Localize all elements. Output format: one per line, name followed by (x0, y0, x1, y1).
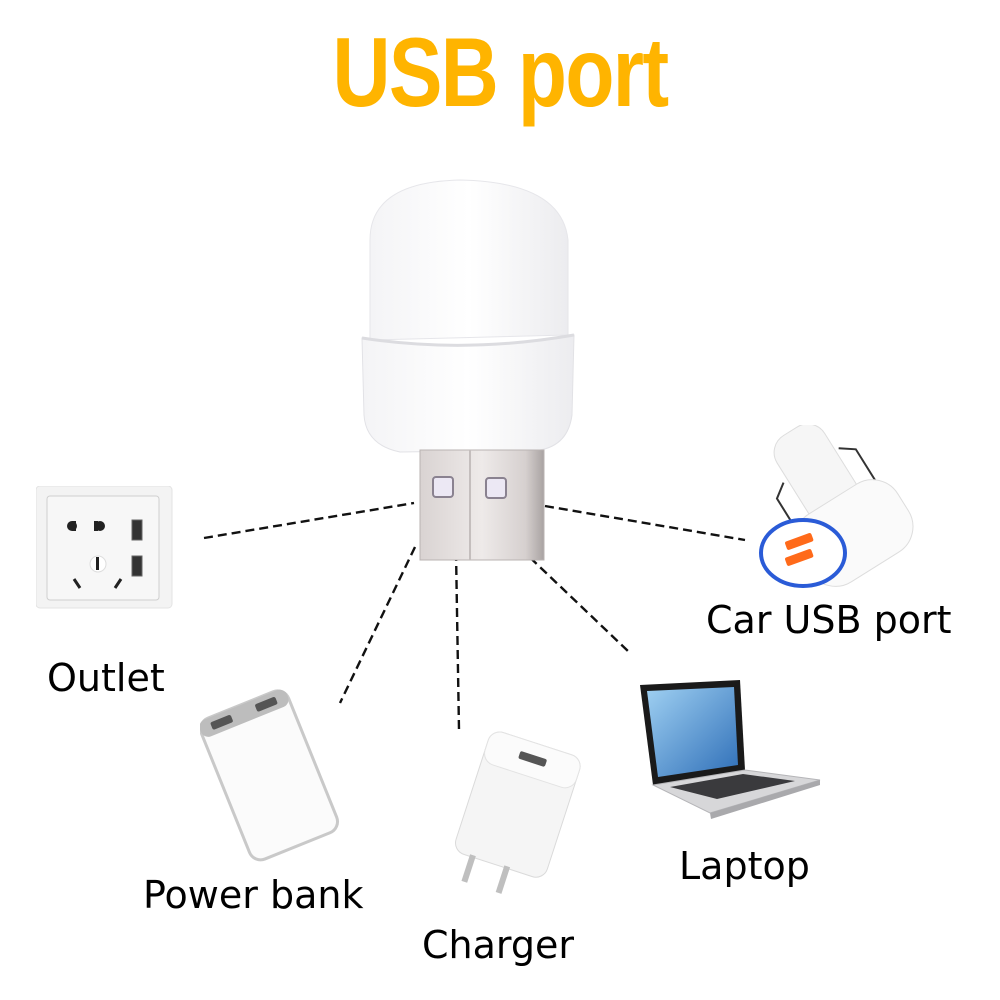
connector-laptop (519, 547, 631, 654)
car-charger-icon (759, 425, 914, 588)
label-charger: Charger (422, 923, 574, 967)
connector-charger (454, 551, 461, 731)
power-bank-icon (200, 689, 339, 862)
label-power-bank: Power bank (143, 873, 364, 917)
label-laptop: Laptop (679, 844, 810, 888)
label-outlet: Outlet (47, 656, 165, 700)
usb-light-icon (361, 179, 575, 561)
connector-outlet (203, 501, 415, 540)
wall-charger-icon (454, 731, 581, 894)
connector-car (544, 504, 746, 542)
wall-outlet-icon (36, 486, 173, 609)
label-car-usb-port: Car USB port (706, 598, 952, 642)
connector-powerbank (338, 546, 417, 704)
laptop-icon (640, 680, 821, 819)
page-title: USB port (332, 17, 669, 127)
